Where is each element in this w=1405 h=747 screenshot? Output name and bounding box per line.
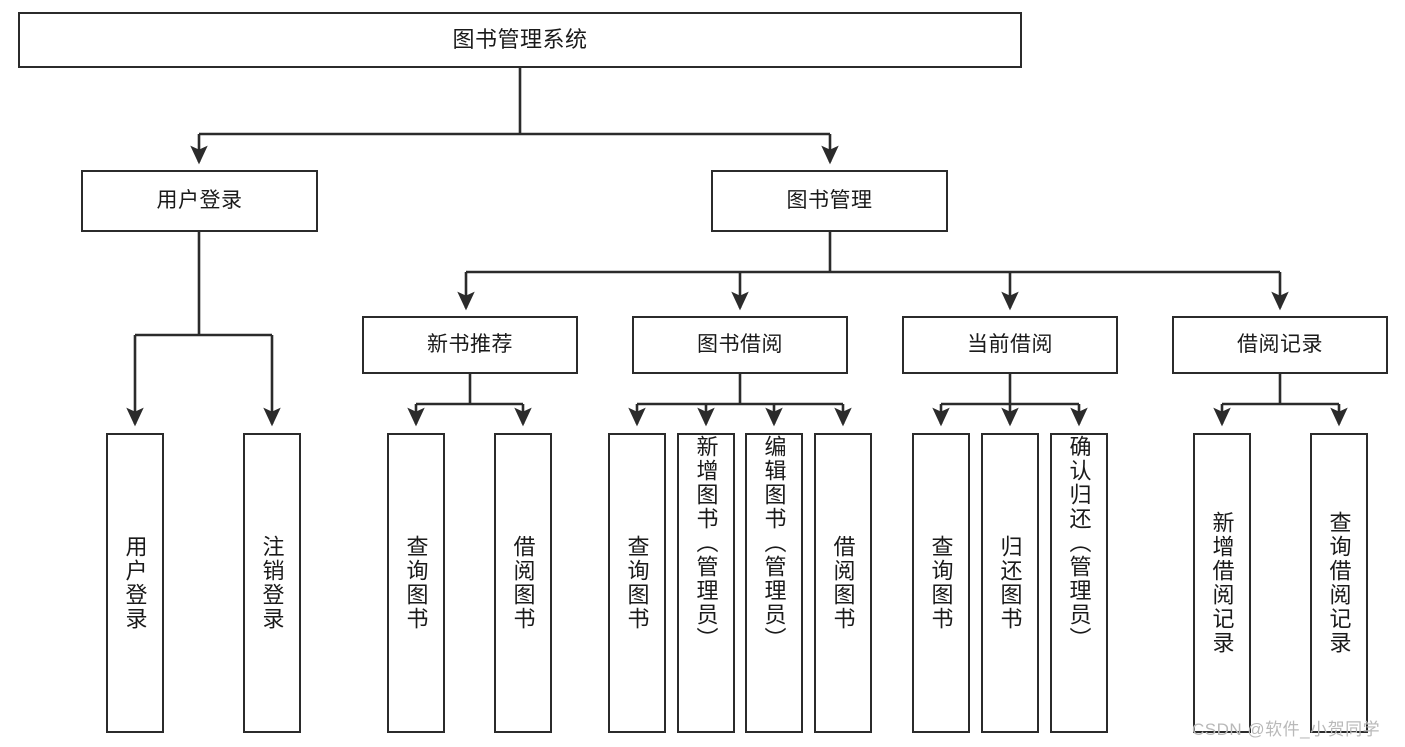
node-book-borrow[interactable]: 图书借阅 [632,316,848,374]
node-leaf-edit-book[interactable]: 编辑图书（管理员） [745,433,803,733]
node-borrow-record-label: 借阅记录 [1237,332,1323,356]
node-new-book-rec-label: 新书推荐 [427,332,513,356]
node-user-login[interactable]: 用户登录 [81,170,318,232]
node-root-label: 图书管理系统 [452,27,588,53]
node-leaf-query-book-3-label: 查询图书 [928,535,954,631]
node-leaf-add-book[interactable]: 新增图书（管理员） [677,433,735,733]
node-leaf-add-book-label: 新增图书（管理员） [693,435,719,651]
csdn-watermark: CSDN @软件_小贺同学 [1192,720,1381,739]
node-leaf-borrow-book-1-label: 借阅图书 [510,535,536,631]
node-leaf-edit-book-label: 编辑图书（管理员） [761,435,787,651]
node-leaf-borrow-book-2[interactable]: 借阅图书 [814,433,872,733]
node-leaf-query-book-1[interactable]: 查询图书 [387,433,445,733]
node-leaf-logout[interactable]: 注销登录 [243,433,301,733]
node-leaf-query-book-1-label: 查询图书 [403,535,429,631]
node-current-borrow-label: 当前借阅 [967,332,1053,356]
node-leaf-query-record-label: 查询借阅记录 [1326,511,1352,655]
node-leaf-return-book-label: 归还图书 [997,535,1023,631]
node-book-manage-label: 图书管理 [786,188,873,212]
node-root[interactable]: 图书管理系统 [18,12,1022,68]
node-leaf-borrow-book-1[interactable]: 借阅图书 [494,433,552,733]
node-book-borrow-label: 图书借阅 [697,332,783,356]
node-leaf-query-book-2[interactable]: 查询图书 [608,433,666,733]
node-leaf-user-login-label: 用户登录 [122,535,148,631]
node-leaf-query-record[interactable]: 查询借阅记录 [1310,433,1368,733]
node-leaf-borrow-book-2-label: 借阅图书 [830,535,856,631]
node-leaf-logout-label: 注销登录 [259,535,285,631]
node-leaf-query-book-2-label: 查询图书 [624,535,650,631]
node-leaf-confirm-return-label: 确认归还（管理员） [1066,435,1092,651]
node-new-book-rec[interactable]: 新书推荐 [362,316,578,374]
node-borrow-record[interactable]: 借阅记录 [1172,316,1388,374]
node-user-login-label: 用户登录 [156,188,243,212]
node-leaf-add-record[interactable]: 新增借阅记录 [1193,433,1251,733]
node-leaf-add-record-label: 新增借阅记录 [1209,511,1235,655]
node-leaf-query-book-3[interactable]: 查询图书 [912,433,970,733]
node-book-manage[interactable]: 图书管理 [711,170,948,232]
node-leaf-user-login[interactable]: 用户登录 [106,433,164,733]
node-leaf-return-book[interactable]: 归还图书 [981,433,1039,733]
node-current-borrow[interactable]: 当前借阅 [902,316,1118,374]
node-leaf-confirm-return[interactable]: 确认归还（管理员） [1050,433,1108,733]
